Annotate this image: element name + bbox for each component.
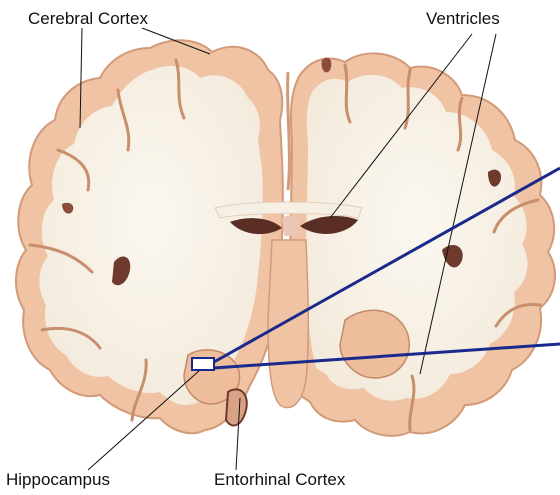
midline-fissure (288, 72, 290, 190)
label-cerebral-cortex: Cerebral Cortex (28, 10, 148, 27)
left-hemisphere (16, 40, 283, 433)
entorhinal-region (226, 389, 247, 425)
label-entorhinal-cortex: Entorhinal Cortex (214, 471, 345, 488)
zoom-box (192, 358, 214, 370)
midline-stem (268, 240, 308, 408)
right-temporal-lobe (340, 310, 409, 378)
label-ventricles: Ventricles (426, 10, 500, 27)
septum (282, 215, 300, 236)
label-hippocampus: Hippocampus (6, 471, 110, 488)
